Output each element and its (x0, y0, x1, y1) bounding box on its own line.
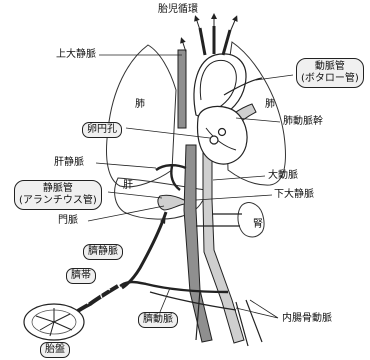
umbilical-vein-vessel (122, 212, 166, 288)
head-vessel-1 (200, 28, 205, 55)
leader-hepatic-vein (96, 163, 156, 168)
label-ductus-venosus-line1: 静脈管 (19, 183, 97, 195)
head-vessel-3 (223, 30, 230, 55)
label-right-lung: 肺 (265, 99, 275, 111)
umbilical-artery-vessel (120, 282, 228, 292)
label-ivc: 下大静脈 (274, 189, 314, 201)
label-portal-vein: 門脈 (58, 215, 78, 227)
label-ductus-arteriosus: 動脈管 (ボタロー管) (296, 58, 364, 88)
label-ductus-venosus-line2: (アランチウス管) (19, 195, 97, 207)
label-left-lung: 肺 (135, 99, 145, 111)
label-umbilical-vein: 臍静脈 (83, 244, 123, 260)
label-ductus-venosus: 静脈管 (アランチウス管) (14, 180, 102, 210)
label-svc: 上大静脈 (56, 49, 96, 61)
ductus-venosus-vessel (158, 195, 184, 210)
label-liver: 肝 (123, 180, 133, 192)
diagram-title: 胎児循環 (158, 4, 198, 16)
label-umbilical-artery: 臍動脈 (138, 312, 178, 328)
label-ductus-arteriosus-line2: (ボタロー管) (301, 73, 359, 85)
label-foramen-ovale: 卵円孔 (82, 122, 122, 138)
label-aorta: 大動脈 (268, 170, 298, 182)
label-hepatic-vein: 肝静脈 (54, 157, 84, 169)
leader-umbilical-artery (160, 288, 170, 312)
label-ductus-arteriosus-line1: 動脈管 (301, 61, 359, 73)
label-pulmonary-trunk: 肺動脈幹 (283, 116, 323, 128)
label-kidney: 腎 (253, 219, 263, 231)
label-internal-iliac-artery: 内腸骨動脈 (282, 313, 332, 325)
foramen-ovale-mark (210, 136, 218, 144)
leader-internal-iliac (236, 300, 278, 318)
leader-ductus-venosus (108, 192, 162, 198)
svc-vessel (178, 50, 186, 128)
label-umbilical-cord: 臍帯 (66, 268, 96, 284)
label-placenta: 胎盤 (40, 342, 70, 358)
